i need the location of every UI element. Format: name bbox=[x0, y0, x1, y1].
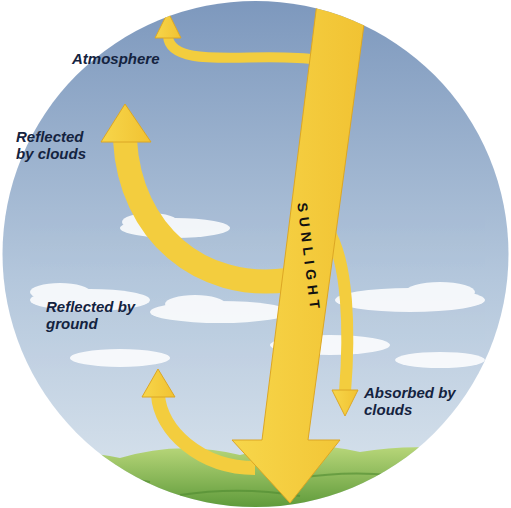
absorbed-clouds-label: Absorbed by clouds bbox=[364, 384, 474, 418]
atmosphere-label: Atmosphere bbox=[72, 50, 160, 67]
reflected-ground-label: Reflected by ground bbox=[46, 298, 150, 332]
sunlight-arrows bbox=[101, 0, 368, 503]
reflected-clouds-label: Reflected by clouds bbox=[16, 128, 100, 162]
